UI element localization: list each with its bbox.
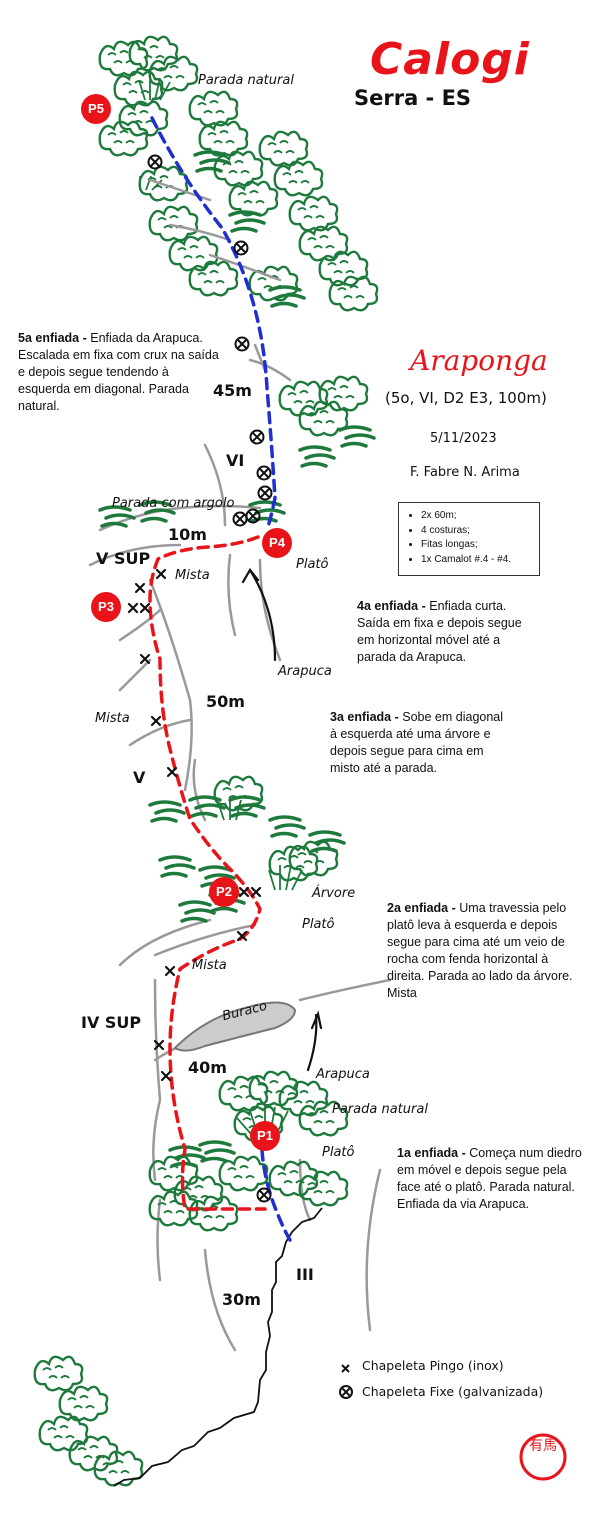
arapuca-arrows: [241, 568, 323, 1072]
grade-50m: 50m: [206, 692, 245, 711]
gear-item: 1x Camalot #.4 - #4.: [421, 553, 539, 568]
grade-ivsup: IV SUP: [81, 1013, 142, 1032]
pitch-heading: 1a enfiada -: [397, 1146, 466, 1160]
label-mista-p2: Mista: [192, 958, 227, 973]
pitch-text: Sobe em diagonal à esquerda até uma árvo…: [330, 710, 504, 775]
grade-v: V: [133, 768, 146, 787]
vegetation-top: [98, 35, 379, 468]
grade-vi: VI: [226, 451, 245, 470]
belay-p5: P5: [81, 94, 111, 124]
route-date: 5/11/2023: [430, 431, 497, 446]
legend-fixe: Chapeleta Fixe (galvanizada): [362, 1384, 544, 1399]
vegetation-middle: [98, 500, 346, 923]
pitch-1-description: 1a enfiada - Começa num diedro em móvel …: [397, 1145, 587, 1213]
label-mista-mid: Mista: [95, 711, 130, 726]
label-parada-com-argolo: Parada com argolo: [112, 496, 235, 511]
pitch-4-description: 4a enfiada - Enfiada curta. Saída em fix…: [357, 598, 542, 666]
fixe-bolts: [147, 154, 273, 1203]
pitch-2-description: 2a enfiada - Uma travessia pelo platô le…: [387, 900, 587, 1002]
pitch-heading: 2a enfiada -: [387, 901, 456, 915]
crag-title: Calogi: [370, 34, 530, 85]
route-blue: [150, 116, 292, 1242]
legend-icons: [339, 1364, 353, 1399]
gear-item: Fitas longas;: [421, 538, 539, 553]
grade-45m: 45m: [213, 381, 252, 400]
label-arapuca-lower: Arapuca: [316, 1067, 370, 1082]
pitch-text: Enfiada curta. Saída em fixa e depois se…: [357, 599, 522, 664]
pingo-bolts: [127, 568, 262, 1082]
grade-iii: III: [296, 1265, 314, 1284]
label-mista-p3: Mista: [175, 568, 210, 583]
crag-subtitle: Serra - ES: [354, 86, 472, 110]
gear-list-box: 2x 60m; 4 costuras; Fitas longas; 1x Cam…: [398, 502, 540, 576]
pitch-text: Uma travessia pelo platô leva à esquerda…: [387, 901, 573, 1000]
pitch-text: Começa num diedro em móvel e depois segu…: [397, 1146, 582, 1211]
grade-40m: 40m: [188, 1058, 227, 1077]
belay-p1: P1: [250, 1121, 280, 1151]
belay-p2: P2: [209, 877, 239, 907]
route-red: [148, 535, 267, 1211]
approach-line: [113, 1207, 323, 1487]
vegetation-bottom: [33, 1070, 349, 1487]
grade-10m: 10m: [168, 525, 207, 544]
label-plato-p1: Platô: [322, 1145, 355, 1160]
buraco-shape: [173, 1001, 297, 1052]
gear-item: 2x 60m;: [421, 509, 539, 524]
gear-item: 4 costuras;: [421, 524, 539, 539]
label-parada-natural-p1: Parada natural: [332, 1102, 428, 1117]
label-plato-p2: Platô: [302, 917, 335, 932]
belay-p4: P4: [262, 528, 292, 558]
pitch-heading: 5a enfiada -: [18, 331, 87, 345]
belay-p3: P3: [91, 592, 121, 622]
route-name: Araponga: [410, 344, 548, 377]
pitch-3-description: 3a enfiada - Sobe em diagonal à esquerda…: [330, 709, 505, 777]
route-authors: F. Fabre N. Arima: [410, 465, 520, 480]
hanko-stamp-text: 有馬: [529, 1438, 557, 1454]
pitch-heading: 4a enfiada -: [357, 599, 426, 613]
grade-vsup: V SUP: [96, 549, 151, 568]
label-parada-natural-top: Parada natural: [198, 73, 294, 88]
label-arapuca-upper: Arapuca: [278, 664, 332, 679]
pitch-5-description: 5a enfiada - Enfiada da Arapuca. Escalad…: [18, 330, 223, 415]
hanko-stamp-icon: [519, 1433, 567, 1481]
label-plato-p4: Platô: [296, 557, 329, 572]
grade-30m: 30m: [222, 1290, 261, 1309]
label-arvore: Árvore: [312, 886, 356, 901]
pitch-text: Enfiada da Arapuca. Escalada em fixa com…: [18, 331, 219, 413]
legend-pingo: Chapeleta Pingo (inox): [362, 1358, 504, 1373]
pitch-heading: 3a enfiada -: [330, 710, 399, 724]
route-grade: (5o, VI, D2 E3, 100m): [385, 389, 547, 407]
